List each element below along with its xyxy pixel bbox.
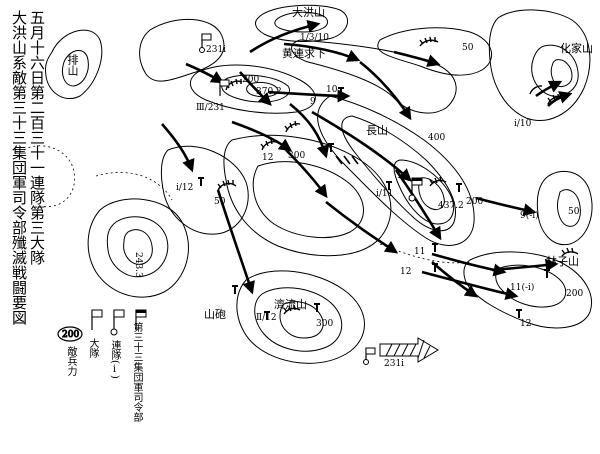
legend-regiment-label: 連隊(ⅰ)	[109, 340, 120, 379]
regiment-flag-icon	[363, 347, 376, 365]
battalion-flag-icon	[199, 33, 212, 53]
contour-lines	[23, 4, 593, 364]
legend-battalion-flag-icon	[91, 309, 103, 330]
unit-label: 231i	[206, 45, 226, 55]
enemy-strength: 200	[566, 289, 583, 299]
enemy-strength: 50	[568, 207, 580, 217]
enemy-strength: 300	[316, 319, 333, 329]
legend-symbols: 200	[57, 309, 147, 342]
elevation: 437.2	[438, 201, 464, 211]
elevation: 370.2	[256, 87, 282, 97]
elevation: 243.3	[133, 252, 143, 278]
unit-label: 9	[310, 97, 316, 107]
unit-label: ⅰ/12	[176, 183, 193, 193]
unit-label: 10	[326, 85, 338, 95]
place-dahong-shan-note: 1/3/10	[300, 33, 329, 43]
unit-label: ⅰ/11	[376, 189, 393, 199]
legend-hq-flag-icon	[135, 309, 147, 330]
place-pai-shan: 排山	[66, 54, 79, 76]
enemy-strength: 400	[428, 133, 445, 143]
unit-label: 231i	[384, 359, 404, 369]
map-title: 大洪山系敵第三十三集団軍司令部殲滅戦闘要図	[10, 10, 28, 325]
enemy-strength: 200	[466, 197, 483, 207]
map-labels: 大洪山 1/3/10 黄連求下 化家山 長山 林子山 濟流山 山砲 231i Ⅲ…	[133, 5, 593, 369]
attack-arrows	[161, 20, 573, 300]
unit-label: ⅰ/10	[514, 119, 532, 129]
battalion-flag-icon	[219, 79, 230, 96]
enemy-strength: 200	[242, 75, 259, 85]
place-huang-lian-qiu: 黄連求下	[282, 46, 326, 60]
unit-label: 12	[520, 319, 531, 329]
legend-regiment-flag-icon	[110, 309, 125, 336]
unit-label: 11(-ⅰ)	[510, 282, 534, 293]
enemy-strength-symbol	[57, 326, 83, 342]
hq-flag-icon	[408, 177, 423, 202]
place-chang-shan: 長山	[366, 124, 388, 137]
enemy-strength: 50	[214, 197, 226, 207]
place-hua-jia-shan: 化家山	[560, 41, 593, 55]
hatched-arrow	[379, 337, 439, 363]
unit-label: 12	[400, 267, 411, 277]
map-subtitle: 五月十六日第二百三十一連隊第三大隊	[28, 10, 46, 265]
unit-label: 11	[414, 247, 425, 257]
legend-hq-label: 第三十三集団軍司令部	[131, 322, 142, 422]
legend-strength-number: 200	[62, 330, 79, 340]
place-dahong-shan: 大洪山	[292, 5, 325, 19]
unit-label: 9(-ⅰ)	[520, 210, 539, 221]
unit-label: Ⅲ/231	[196, 103, 225, 113]
enemy-strength: 50	[462, 43, 474, 53]
legend-battalion-label: 大隊	[87, 338, 98, 358]
unit-label: Ⅱ/12	[256, 313, 277, 323]
unit-label: 12	[262, 153, 273, 163]
legend-strength-label: 敵兵力	[65, 346, 76, 376]
place-lin-zi-shan: 林子山	[546, 254, 579, 268]
place-qi-liu-shan: 濟流山	[274, 297, 307, 311]
enemy-strength: 300	[288, 151, 305, 161]
unit-markers	[198, 33, 550, 365]
place-shan-pao: 山砲	[204, 308, 226, 321]
